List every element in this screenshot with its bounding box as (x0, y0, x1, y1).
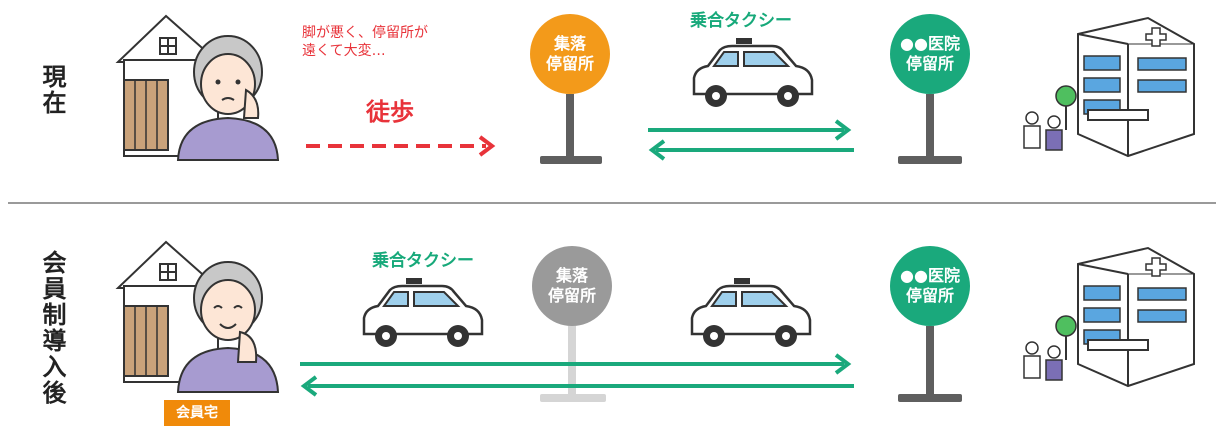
village-stop-base-unused (540, 394, 606, 402)
clinic-stop-base (898, 394, 962, 402)
home-badge: 会員宅 (164, 400, 230, 426)
hospital-illustration (1023, 246, 1195, 388)
house-with-person-illustration (115, 14, 280, 161)
taxi-round-trip-arrows (648, 119, 854, 161)
taxi-caption: 乗合タクシー (372, 251, 474, 271)
row-divider (8, 202, 1216, 204)
taxi-caption: 乗合タクシー (690, 11, 792, 31)
row-label-current: 現在 (38, 64, 66, 116)
clinic-stop-base (898, 156, 962, 164)
worry-text: 脚が悪く、停留所が 遠くて大変… (302, 25, 428, 59)
taxi-icon (690, 278, 812, 347)
clinic-stop-sign: ●●医院 停留所 (890, 246, 970, 326)
house-with-person-illustration (115, 240, 280, 393)
village-stop-pole (566, 94, 574, 158)
taxi-icon (362, 278, 484, 347)
village-stop-pole-unused (568, 326, 576, 396)
walk-label: 徒歩 (366, 98, 414, 126)
hospital-illustration (1023, 16, 1195, 158)
clinic-stop-sign: ●●医院 停留所 (890, 14, 970, 94)
village-stop-sign-unused: 集落 停留所 (532, 246, 612, 326)
door-to-door-round-trip-arrows (300, 353, 854, 397)
walk-arrow (306, 135, 496, 157)
taxi-icon (692, 38, 814, 107)
village-stop-base (540, 156, 602, 164)
clinic-stop-pole (926, 94, 934, 158)
clinic-stop-pole (926, 326, 934, 396)
village-stop-sign: 集落 停留所 (530, 14, 610, 94)
row-label-after-membership: 会員制導入後 (38, 250, 66, 406)
